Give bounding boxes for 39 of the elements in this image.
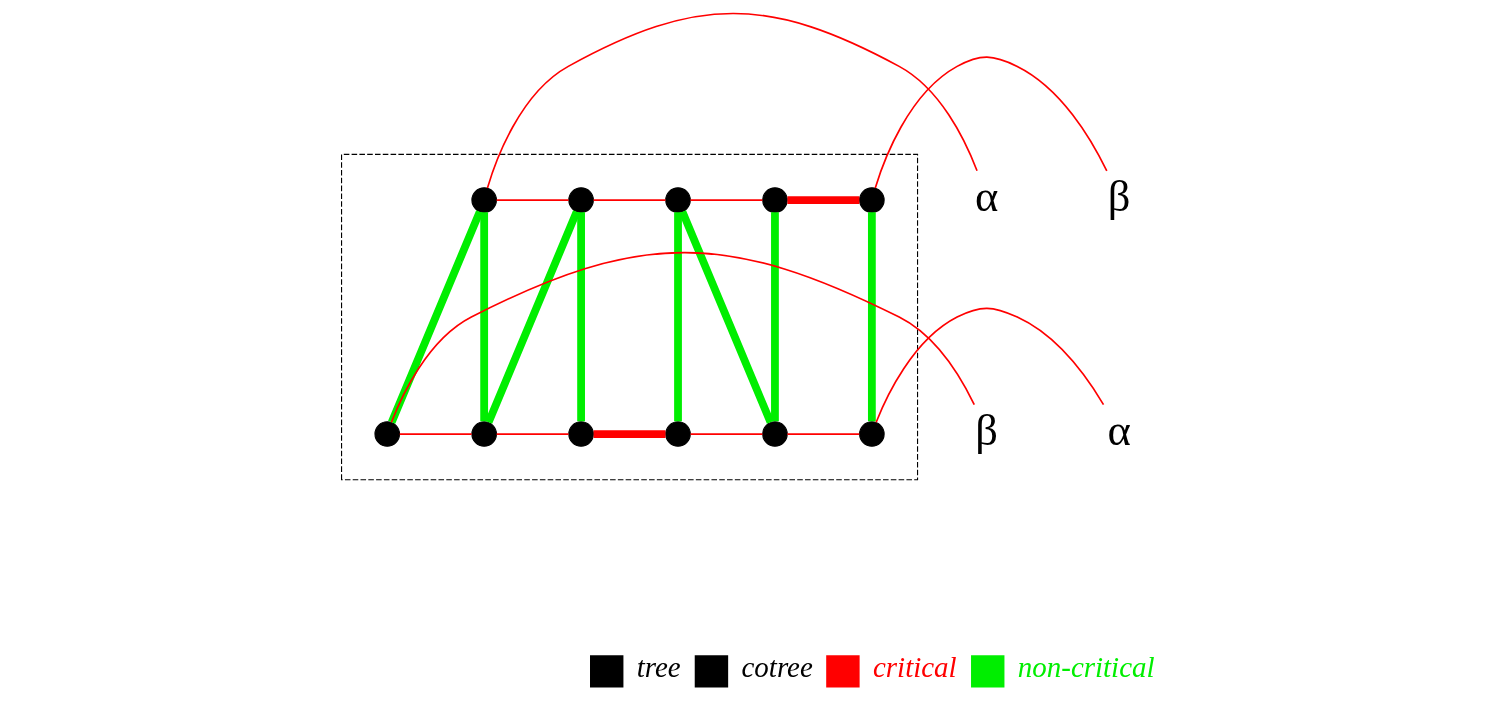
- node-text: α: [1107, 404, 1131, 455]
- connector: [674, 211, 682, 421]
- connector: [495, 432, 570, 435]
- connector: [689, 198, 764, 201]
- node-text: α: [974, 170, 999, 221]
- node-circle: [568, 420, 594, 447]
- node-circle: [665, 420, 691, 447]
- node-circle: [471, 186, 497, 213]
- legend-label: non-critical: [1017, 650, 1155, 683]
- connector: [592, 198, 667, 201]
- connector: [480, 211, 489, 421]
- connector: [593, 429, 666, 438]
- connector: [787, 195, 860, 204]
- connector: [786, 432, 861, 435]
- connector: [689, 432, 764, 435]
- legend-label: critical: [872, 650, 957, 683]
- connector: [486, 12, 978, 189]
- legend-label: tree: [636, 650, 681, 683]
- connector: [874, 55, 1108, 189]
- cluster: [341, 153, 919, 480]
- connector: [398, 432, 473, 435]
- node-circle: [762, 420, 788, 447]
- connector: [678, 209, 775, 424]
- node-circle: [859, 420, 885, 447]
- node-circle: [762, 186, 788, 213]
- connector: [390, 251, 976, 423]
- connector: [771, 211, 779, 421]
- node-circle: [568, 186, 594, 213]
- connector: [875, 307, 1105, 423]
- node-circle: [471, 420, 497, 447]
- connector: [577, 211, 585, 421]
- node-circle: [374, 420, 401, 447]
- node-text: β: [1107, 170, 1131, 221]
- connector: [495, 198, 570, 201]
- node-circle: [665, 186, 691, 213]
- legend-label: cotree: [741, 650, 813, 683]
- connector: [867, 211, 876, 421]
- node-text: β: [975, 404, 998, 455]
- node-circle: [859, 186, 885, 213]
